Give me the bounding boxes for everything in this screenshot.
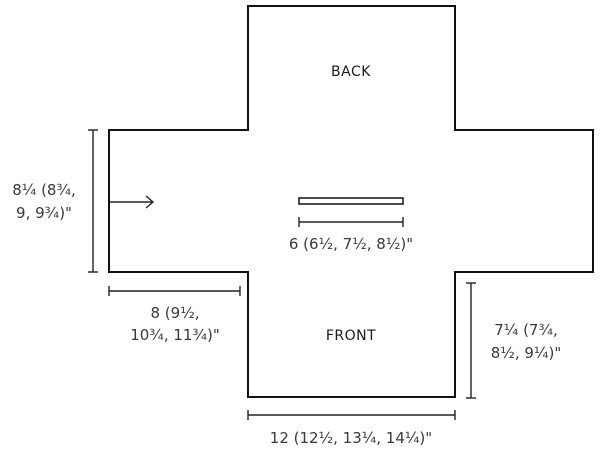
neck-width-dimension xyxy=(298,217,404,227)
sleeve-length-dimension xyxy=(108,286,241,296)
sleeve-depth-dimension xyxy=(88,129,98,273)
body-length-label-line1: 7¼ (7¾, xyxy=(494,321,558,339)
body-length-dimension xyxy=(466,282,476,399)
neck-width-label: 6 (6½, 7½, 8½)" xyxy=(289,235,413,253)
body-width-label: 12 (12½, 13¼, 14¼)" xyxy=(270,429,432,447)
sleeve-depth-label-line1: 8¼ (8¾, xyxy=(12,181,76,199)
direction-arrow-icon xyxy=(110,195,155,209)
body-length-label-line2: 8½, 9¼)" xyxy=(491,344,561,362)
sleeve-depth-label-line2: 9, 9¾)" xyxy=(16,204,72,222)
garment-outline xyxy=(108,5,594,398)
front-label: FRONT xyxy=(326,328,376,344)
neck-opening xyxy=(298,197,404,205)
sleeve-length-label-line2: 10¾, 11¾)" xyxy=(130,326,220,344)
body-width-dimension xyxy=(247,410,456,420)
back-label: BACK xyxy=(331,64,371,80)
sleeve-length-label-line1: 8 (9½, xyxy=(150,304,199,322)
